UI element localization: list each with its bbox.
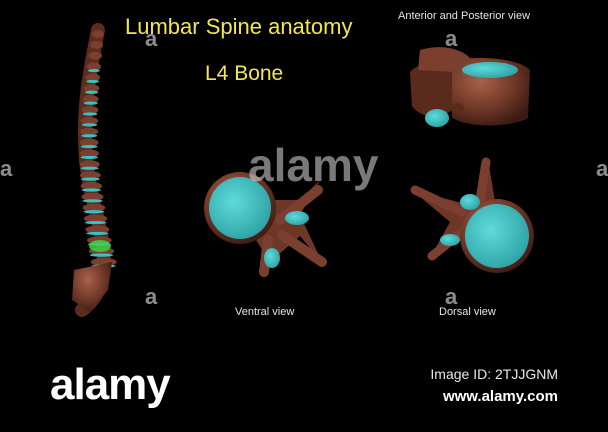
intervertebral-disc [84,220,107,225]
intervertebral-disc [83,210,105,214]
watermark-center: alamy [248,139,379,191]
anterior-posterior-view [410,47,530,127]
vertebra [79,160,100,169]
l4-highlight [89,240,111,252]
intervertebral-disc [89,253,114,257]
vertebra [92,30,104,38]
watermark-mark: a [145,284,158,309]
watermark-mark: a [0,156,13,181]
vertebra [82,203,106,212]
vertebra [79,149,99,158]
intervertebral-disc [83,101,98,105]
intervertebral-disc [80,144,98,149]
vertebra [79,138,99,147]
website-url: www.alamy.com [442,388,558,405]
intervertebral-disc [87,68,100,73]
intervertebral-disc [86,231,109,236]
caption-anterior-posterior: Anterior and Posterior view [398,10,531,22]
intervertebral-disc [86,79,100,84]
intervertebral-disc [81,123,98,127]
vertebra [82,95,99,104]
vertebra [86,62,101,71]
dorsal-view [410,157,534,273]
watermark-mark: a [445,284,458,309]
spine-column [72,23,117,317]
stock-footer: alamy Image ID: 2TJJGNM www.alamy.com [0,340,608,432]
alamy-logo: alamy [50,360,171,409]
image-title: Lumbar Spine anatomy [125,14,353,39]
intervertebral-disc [84,90,99,94]
vertebra [81,192,104,201]
vertebra [85,225,110,234]
intervertebral-disc [81,177,100,181]
vertebra [85,73,101,82]
intervertebral-disc [81,134,98,138]
ventral-view [204,172,327,277]
intervertebral-disc [82,112,98,116]
image-id: Image ID: 2TJJGNM [430,366,558,382]
intervertebral-disc [80,155,98,160]
vertebra [80,116,99,125]
intervertebral-disc [82,199,103,203]
vertebra [80,171,101,180]
watermark-mark: a [445,26,458,51]
vertebra [81,106,99,114]
intervertebral-disc [80,166,99,170]
vertebra [88,51,102,60]
watermark-mark: a [145,26,158,51]
intervertebral-disc [81,188,102,192]
image-subtitle: L4 Bone [205,62,284,85]
caption-ventral: Ventral view [235,306,295,318]
caption-dorsal: Dorsal view [439,306,496,318]
vertebra [80,127,99,136]
vertebra [90,40,103,49]
vertebra [83,84,100,93]
vertebra [80,182,103,190]
watermark-mark: a [596,156,608,181]
vertebra [83,214,108,223]
